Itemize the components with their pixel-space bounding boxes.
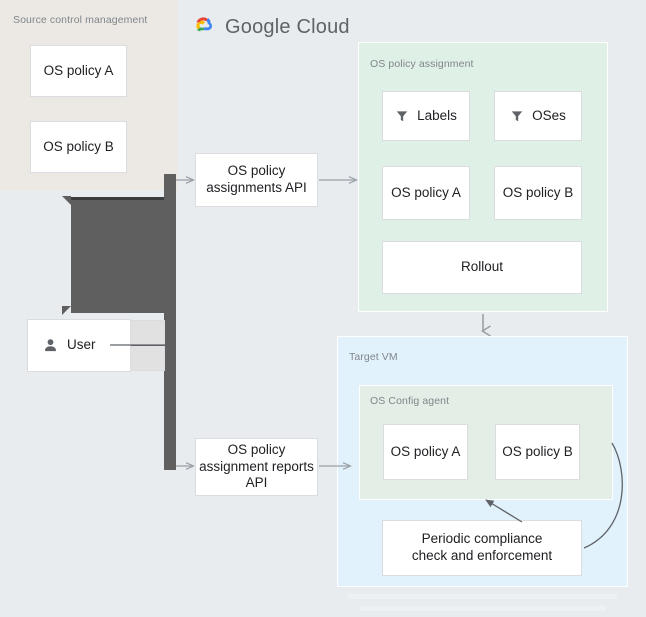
- connector-vertical-bar: [164, 174, 176, 470]
- panel-target-vm-label: Target VM: [349, 351, 398, 363]
- filter-oses-text: OSes: [532, 107, 566, 123]
- filter-funnel-icon: [510, 109, 524, 123]
- panel-os-policy-assignment-label: OS policy assignment: [370, 58, 474, 70]
- google-cloud-logo-icon: [190, 14, 216, 41]
- vm-stack-strip-2: [360, 606, 606, 611]
- periodic-line-1: Periodic compliance: [421, 531, 543, 547]
- connector-block: [71, 200, 166, 313]
- box-user: User: [27, 319, 131, 372]
- box-filter-oses: OSes: [494, 91, 582, 141]
- filter-labels-text: Labels: [417, 107, 457, 123]
- brand-cloud: Cloud: [296, 16, 350, 38]
- box-agent-os-policy-b: OS policy B: [495, 424, 580, 480]
- box-agent-os-policy-a: OS policy A: [383, 424, 468, 480]
- box-os-policy-assignment-reports-api: OS policy assignment reports API: [195, 438, 318, 496]
- brand-google: Google: [225, 16, 291, 38]
- panel-os-config-agent-label: OS Config agent: [370, 395, 450, 407]
- google-cloud-brand: Google Cloud: [190, 14, 350, 41]
- box-periodic-compliance: Periodic compliance check and enforcemen…: [382, 520, 582, 576]
- box-source-os-policy-a: OS policy A: [30, 45, 127, 97]
- box-assignment-os-policy-a: OS policy A: [382, 166, 470, 220]
- connector-arrow-tip-top: [62, 196, 71, 205]
- box-os-policy-assignments-api: OS policy assignments API: [195, 153, 318, 207]
- connector-arrow-tip-bottom: [62, 306, 71, 315]
- box-source-os-policy-b: OS policy B: [30, 121, 127, 173]
- filter-funnel-icon: [395, 109, 409, 123]
- user-label: User: [67, 337, 96, 353]
- user-box-extension-divider: [131, 345, 165, 346]
- vm-stack-strip-1: [348, 594, 617, 599]
- connector-block-top-edge: [71, 197, 166, 202]
- periodic-line-2: check and enforcement: [411, 548, 553, 563]
- person-icon: [42, 337, 59, 354]
- google-cloud-wordmark: Google Cloud: [225, 16, 350, 39]
- box-filter-labels: Labels: [382, 91, 470, 141]
- panel-source-control-label: Source control management: [13, 14, 148, 26]
- box-rollout: Rollout: [382, 241, 582, 294]
- box-assignment-os-policy-b: OS policy B: [494, 166, 582, 220]
